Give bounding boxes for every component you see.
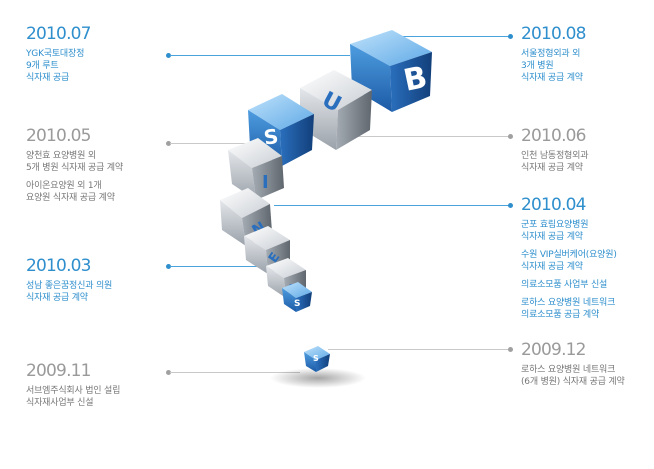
entry-year: 2010.06 [521,126,587,146]
timeline-dot [166,370,171,375]
entry-description: 군포 효림요양병원 식자재 공급 계약 [521,220,589,242]
entry-year: 2009.11 [26,361,92,381]
timeline-entry-2010-08: 2010.08 서울정형외과 외 3개 병원 식자재 공급 계약 [521,24,586,84]
cube-i: I [228,138,284,200]
entry-year: 2009.12 [521,340,587,360]
timeline-dot [166,264,171,269]
timeline-line [170,55,350,56]
timeline-entry-2010-03: 2010.03 성남 좋은꿈정신과 의원 식자재 공급 계약 [26,256,112,304]
timeline-line [274,205,510,206]
timeline-dot [508,347,513,352]
timeline-entry-2010-04: 2010.04 군포 효림요양병원 식자재 공급 계약 수원 VIP실버케어(요… [521,195,617,321]
entry-description: YGK국토대장정 9개 루트 식자재 공급 [26,49,85,83]
timeline-dot [508,134,513,139]
entry-description: 서울정형외과 외 3개 병원 식자재 공급 계약 [521,49,583,83]
entry-description: 성남 좋은꿈정신과 의원 식자재 공급 계약 [26,281,113,303]
timeline-line [170,143,260,144]
timeline-dot [166,141,171,146]
cube-s4: S [304,346,330,372]
entry-description: 인천 남동정형외과 식자재 공급 계약 [521,151,589,173]
timeline-line [328,349,510,350]
entry-description: 의료소모품 사업부 신설 [521,280,608,290]
cube-letter-s1: S [262,124,280,150]
entry-description: 로하스 요양병원 네트워크 (6개 병원) 식자재 공급 계약 [521,365,625,387]
entry-year: 2010.08 [521,24,586,44]
entry-description: 서브엠주식회사 법인 설립 식자재사업부 신설 [26,386,121,408]
cube-letter-s4: S [313,354,319,363]
timeline-dot [508,34,513,39]
cube-u: U [300,70,372,150]
entry-description: 아이온요양원 외 1개 요양원 식자재 공급 계약 [26,181,115,203]
timeline-line [170,266,282,267]
cube-b: B [350,30,432,112]
timeline-dot [166,53,171,58]
timeline-entry-2010-06: 2010.06 인천 남동정형외과 식자재 공급 계약 [521,126,589,174]
cube-shadow [270,368,366,388]
entry-description: 수원 VIP실버케어(요양원) 식자재 공급 계약 [521,250,617,272]
entry-year: 2010.05 [26,126,92,146]
cube-s3: S [282,282,312,312]
timeline-line [170,372,300,373]
timeline-dot [508,203,513,208]
timeline-entry-2009-11: 2009.11 서브엠주식회사 법인 설립 식자재사업부 신설 [26,361,120,409]
timeline-entry-2010-05: 2010.05 양천효 요양병원 외 5개 병원 식자재 공급 계약 아이온요양… [26,126,123,204]
timeline-line [400,36,512,37]
timeline-entry-2009-12: 2009.12 로하스 요양병원 네트워크 (6개 병원) 식자재 공급 계약 [521,340,625,388]
entry-description: 로하스 요양병원 네트워크 의료소모품 공급 계약 [521,298,616,320]
timeline-line [318,136,510,137]
cube-letter-i: I [262,172,269,193]
entry-year: 2010.04 [521,195,587,215]
entry-description: 양천효 요양병원 외 5개 병원 식자재 공급 계약 [26,151,123,173]
cube-letter-s3: S [294,299,300,309]
timeline-entry-2010-07: 2010.07 YGK국토대장정 9개 루트 식자재 공급 [26,24,91,84]
entry-year: 2010.07 [26,24,91,44]
entry-year: 2010.03 [26,256,92,276]
